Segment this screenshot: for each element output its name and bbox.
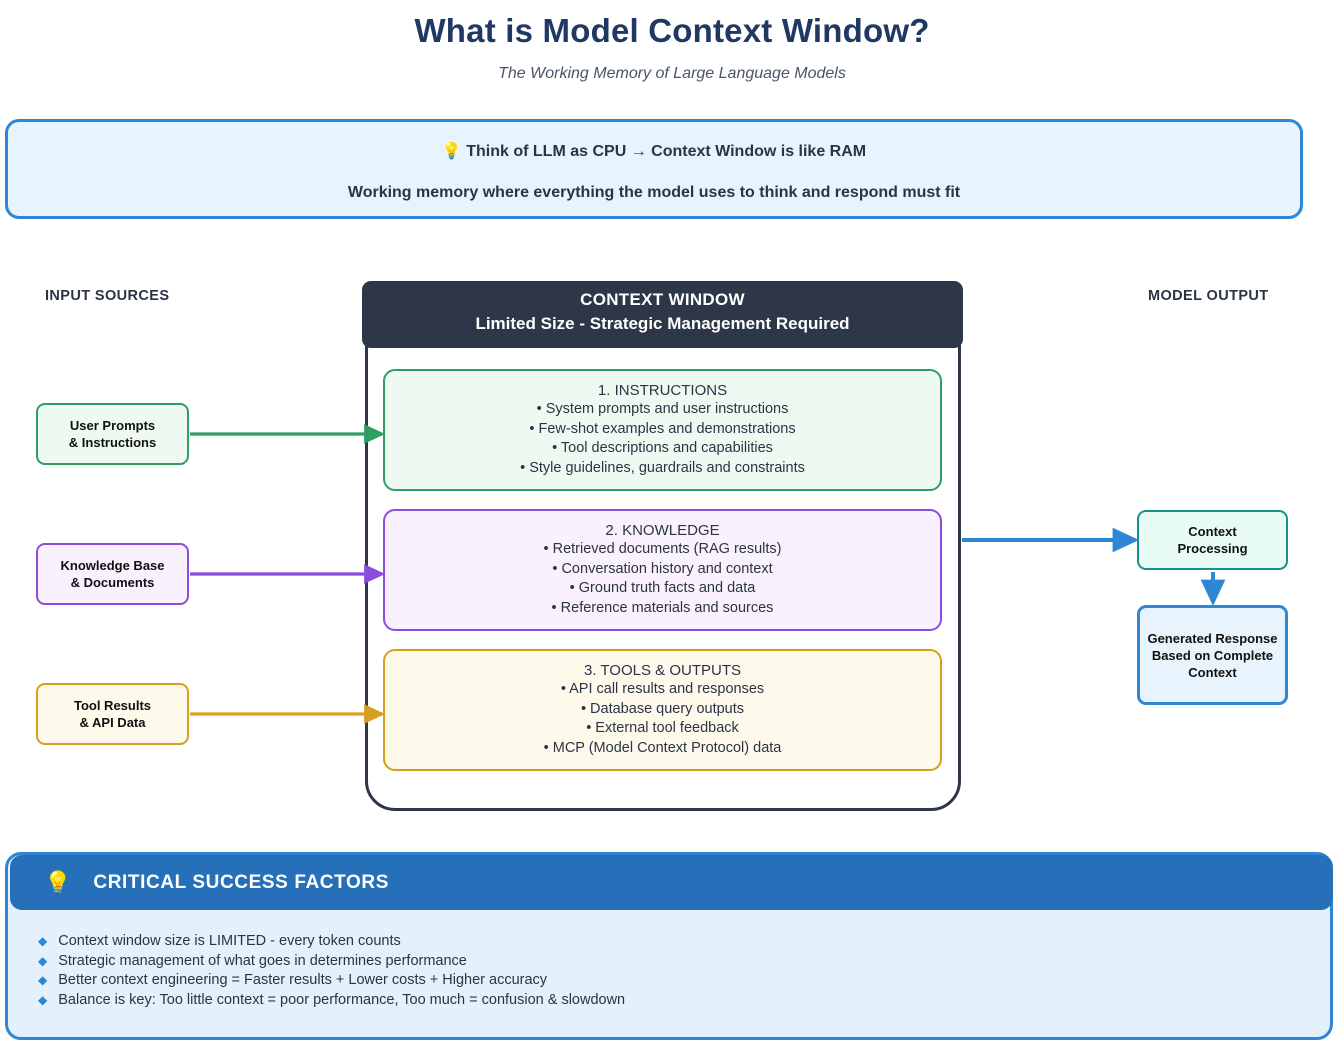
bullet-icon: ◆: [38, 973, 48, 987]
component-line: • Style guidelines, guardrails and const…: [520, 459, 805, 476]
input-source-label: Knowledge Base & Documents: [60, 557, 164, 591]
page-subtitle: The Working Memory of Large Language Mod…: [498, 65, 846, 82]
component-line: • Retrieved documents (RAG results): [543, 541, 782, 557]
list-item-label: Context window size is LIMITED - every t…: [58, 933, 401, 949]
context-component-instructions: 1. INSTRUCTIONS • System prompts and use…: [383, 369, 942, 491]
output-line2: Processing: [1177, 541, 1248, 556]
output-label: Generated Response Based on Complete Con…: [1147, 630, 1277, 681]
input-source-label: Tool Results & API Data: [74, 697, 151, 731]
page-title: What is Model Context Window?: [414, 12, 930, 49]
component-line: • Few-shot examples and demonstrations: [529, 420, 796, 437]
input-source-user-prompts: User Prompts & Instructions: [36, 403, 189, 465]
component-line: • Conversation history and context: [552, 560, 773, 577]
component-line: • Database query outputs: [580, 700, 745, 717]
input-sources-label: INPUT SOURCES: [45, 288, 170, 304]
component-title: 2. KNOWLEDGE: [605, 522, 720, 539]
input-source-line2: & Documents: [70, 575, 155, 590]
component-title: 1. INSTRUCTIONS: [597, 382, 728, 399]
input-source-line1: Knowledge Base: [60, 558, 165, 573]
component-line: • API call results and responses: [560, 681, 765, 697]
context-window-subtitle: Limited Size - Strategic Management Requ…: [475, 314, 850, 333]
input-source-line2: & API Data: [79, 715, 146, 730]
list-item-label: Strategic management of what goes in det…: [58, 952, 467, 969]
input-source-label: User Prompts & Instructions: [69, 417, 156, 451]
context-component-knowledge: 2. KNOWLEDGE • Retrieved documents (RAG …: [383, 509, 942, 631]
input-source-line1: Tool Results: [73, 698, 152, 713]
model-output-label: MODEL OUTPUT: [1148, 288, 1269, 304]
output-line3: Context: [1188, 664, 1237, 680]
critical-success-factors-list: ◆ Context window size is LIMITED - every…: [38, 932, 1298, 1010]
context-window-title: CONTEXT WINDOW: [580, 290, 745, 309]
list-item-label: Better context engineering = Faster resu…: [58, 972, 548, 988]
list-item-label: Balance is key: Too little context = poo…: [58, 991, 626, 1008]
list-item: ◆ Context window size is LIMITED - every…: [38, 932, 1298, 952]
list-item: ◆ Better context engineering = Faster re…: [38, 971, 1298, 991]
bullet-icon: ◆: [38, 992, 48, 1007]
bullet-icon: ◆: [38, 953, 48, 968]
context-component-tools-outputs: 3. TOOLS & OUTPUTS • API call results an…: [383, 649, 942, 771]
output-label: Context Processing: [1177, 523, 1247, 557]
output-line2: Based on Complete: [1151, 647, 1274, 663]
component-line: • Tool descriptions and capabilities: [552, 440, 773, 456]
output-generated-response: Generated Response Based on Complete Con…: [1137, 605, 1288, 705]
component-line: • External tool feedback: [586, 720, 739, 736]
component-line: • MCP (Model Context Protocol) data: [543, 739, 782, 756]
component-line: • Reference materials and sources: [551, 599, 774, 616]
list-item: ◆ Balance is key: Too little context = p…: [38, 991, 1298, 1011]
light-bulb-icon: 💡: [44, 869, 72, 895]
component-line: • System prompts and user instructions: [536, 401, 789, 417]
context-window-header: CONTEXT WINDOW Limited Size - Strategic …: [362, 281, 963, 348]
component-title: 3. TOOLS & OUTPUTS: [584, 662, 741, 679]
analogy-banner: 💡 Think of LLM as CPU → Context Window i…: [5, 119, 1303, 219]
input-source-line2: & Instructions: [68, 435, 157, 450]
bullet-icon: ◆: [38, 934, 48, 948]
output-line1: Generated Response: [1147, 630, 1278, 646]
input-source-knowledge-base: Knowledge Base & Documents: [36, 543, 189, 605]
analogy-line-primary: 💡 Think of LLM as CPU → Context Window i…: [441, 143, 867, 160]
analogy-line-secondary: Working memory where everything the mode…: [347, 184, 961, 201]
critical-success-factors-title: CRITICAL SUCCESS FACTORS: [93, 871, 389, 893]
output-context-processing: Context Processing: [1137, 510, 1288, 570]
input-source-tool-results: Tool Results & API Data: [36, 683, 189, 745]
critical-success-factors-header: 💡 CRITICAL SUCCESS FACTORS: [10, 855, 1333, 910]
component-line: • Ground truth facts and data: [569, 580, 756, 596]
output-line1: Context: [1188, 524, 1237, 539]
list-item: ◆ Strategic management of what goes in d…: [38, 952, 1298, 972]
input-source-line1: User Prompts: [69, 418, 156, 433]
